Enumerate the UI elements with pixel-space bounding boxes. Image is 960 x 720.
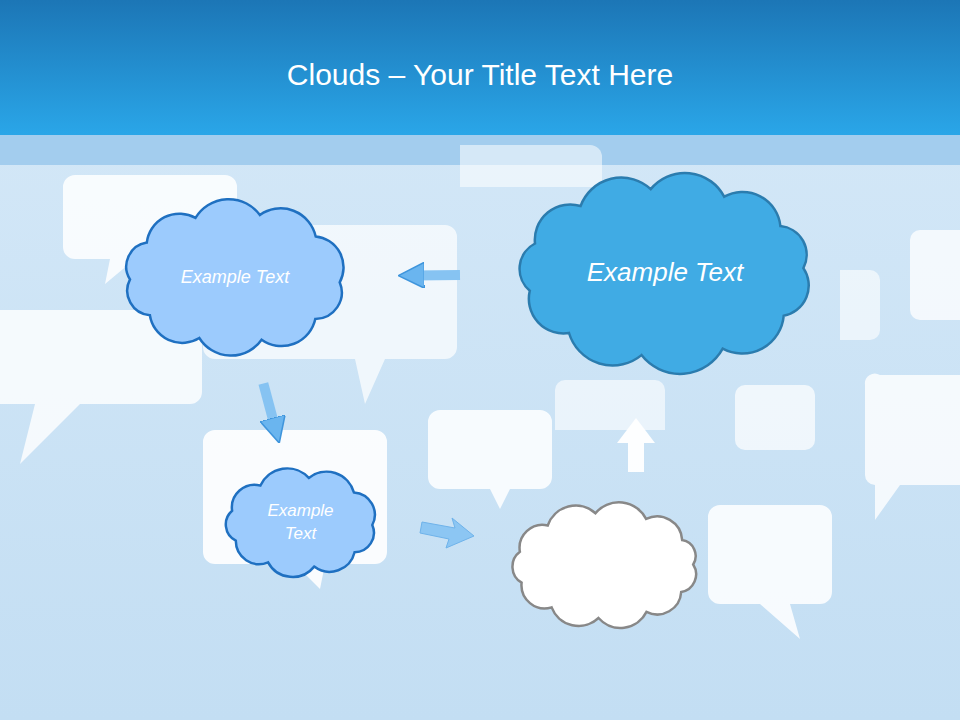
bubble <box>910 230 960 320</box>
cloud-shape <box>520 173 809 374</box>
title: Clouds – Your Title Text Here <box>0 0 960 93</box>
bubble <box>460 145 602 187</box>
arrow-up <box>617 418 655 472</box>
block-arrow <box>263 384 275 428</box>
header-bar <box>0 0 960 135</box>
bubble <box>840 270 880 340</box>
cloud-node: Example Text <box>216 465 386 580</box>
text-group: Example Text <box>256 500 346 544</box>
header: Clouds – Your Title Text Here <box>0 0 960 135</box>
bubble <box>865 374 960 520</box>
node-text: Example Text <box>587 256 744 290</box>
bubble <box>735 385 815 450</box>
node-text: Example Text <box>256 500 346 544</box>
bubble <box>428 410 552 509</box>
arrow-right <box>420 518 474 548</box>
empty-cloud <box>512 502 696 628</box>
speech-bubbles <box>0 145 960 639</box>
text-group: Example Text <box>587 256 744 290</box>
cloud-outline <box>216 465 386 580</box>
bubble <box>203 430 387 589</box>
bubble <box>708 505 832 639</box>
cloud-node: Example Text <box>110 195 360 360</box>
cloud-shape <box>225 468 374 577</box>
cloud-shape <box>126 199 343 355</box>
block-arrow <box>420 518 474 548</box>
bubble <box>555 380 665 430</box>
node-text: Example Text <box>181 266 289 289</box>
text-group: Example Text <box>181 266 289 289</box>
cloud-node: Example Text <box>500 165 830 380</box>
block-arrow <box>414 270 460 281</box>
